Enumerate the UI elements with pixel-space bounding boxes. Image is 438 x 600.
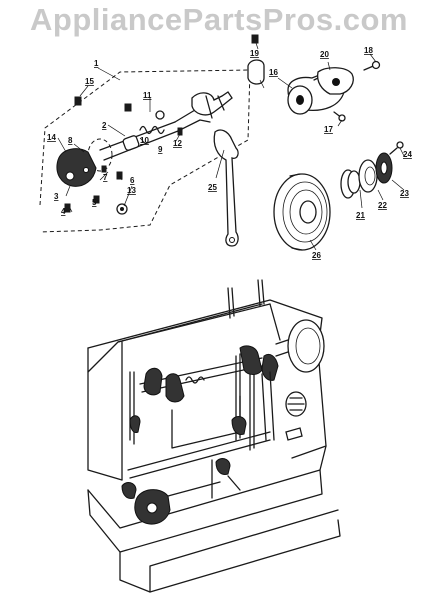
callout-15: 15	[85, 77, 94, 86]
callout-8: 8	[68, 136, 73, 145]
sewing-machine-body	[87, 279, 341, 593]
callout-12: 12	[173, 139, 182, 148]
callout-13: 13	[127, 186, 136, 195]
callout-19: 19	[250, 49, 259, 58]
pulley-handwheel	[273, 141, 404, 251]
callout-7: 7	[103, 173, 108, 182]
callout-16: 16	[269, 68, 278, 77]
callout-26: 26	[312, 251, 321, 260]
watermark: AppliancePartsPros.com	[30, 2, 408, 37]
callout-9: 9	[158, 145, 163, 154]
callout-4: 4	[61, 207, 66, 216]
upper-shaft-assembly	[39, 69, 251, 233]
callout-18: 18	[364, 46, 373, 55]
callout-11: 11	[143, 91, 152, 100]
callout-23: 23	[400, 189, 409, 198]
callout-25: 25	[208, 183, 217, 192]
callout-14: 14	[47, 133, 56, 142]
connecting-rod	[213, 129, 239, 247]
callout-5: 5	[92, 198, 97, 207]
leader-lines	[57, 42, 405, 251]
callout-3: 3	[54, 192, 59, 201]
callout-21: 21	[356, 211, 365, 220]
callout-labels: 1 2 3 4 5 6 7 8 9 10 11 12 13 14 15 16 1…	[47, 46, 412, 260]
callout-20: 20	[320, 50, 329, 59]
callout-10: 10	[140, 136, 149, 145]
callout-22: 22	[378, 201, 387, 210]
callout-17: 17	[324, 125, 333, 134]
callout-1: 1	[94, 59, 99, 68]
callout-24: 24	[403, 150, 412, 159]
callout-2: 2	[102, 121, 107, 130]
callout-6: 6	[130, 176, 135, 185]
upper-right-parts	[247, 34, 381, 122]
